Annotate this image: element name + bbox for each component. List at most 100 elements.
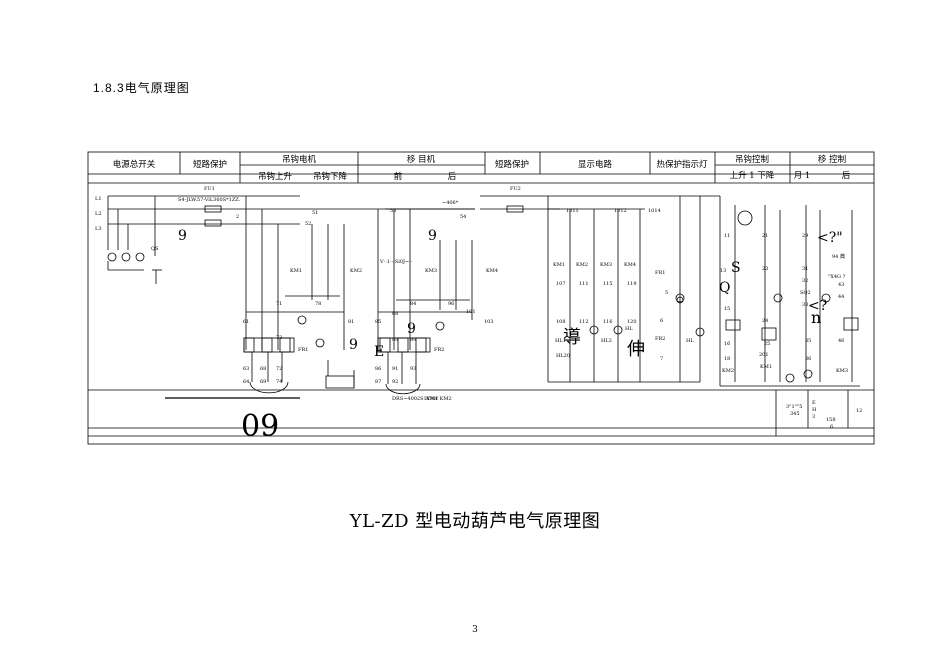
label-n88: 88	[392, 311, 398, 317]
title-block-a: 3"1""5	[786, 404, 802, 410]
label-n81: 81	[348, 319, 354, 325]
label-n99: 99	[410, 337, 416, 343]
label-n11: 11	[724, 233, 730, 239]
label-n71: 71	[276, 301, 282, 307]
label-wire-garble-2: V··1··-Si0J~··	[379, 259, 413, 265]
overlay-n-mark: n	[811, 308, 821, 327]
label-n52: 52	[305, 221, 311, 227]
label-l1: L1	[95, 196, 102, 202]
label-n108: 108	[556, 319, 566, 325]
label-wire-garble-3: ~406*	[442, 200, 459, 206]
title-block-c: E	[812, 400, 816, 406]
label-km2: KM2	[350, 268, 362, 274]
label-km1-display: KM1	[553, 262, 565, 268]
label-garble-x: "X4G ?	[828, 274, 846, 280]
label-n29: 29	[802, 233, 808, 239]
label-n201: 201	[759, 352, 769, 358]
label-fr2: FR2	[434, 347, 444, 353]
label-n111: 111	[579, 281, 589, 287]
label-n2: 2	[236, 214, 239, 220]
label-n54: 54	[460, 214, 466, 220]
label-n25: 25	[764, 341, 770, 347]
label-hl20: HL20	[556, 353, 570, 359]
overlay-dao: 導	[563, 327, 581, 348]
label-n1011: 1011	[566, 208, 579, 214]
label-fr2-display: FR2	[655, 336, 665, 342]
header-travel-control-back: 后	[842, 170, 851, 181]
header-travel-back: 后	[448, 171, 457, 182]
label-n7: 7	[660, 356, 663, 362]
label-km3-control: KM3	[836, 368, 848, 374]
label-n44: 44	[838, 294, 844, 300]
header-hoist-motor: 吊钩电机	[282, 154, 317, 165]
label-n18: 18	[724, 356, 730, 362]
label-n51: 51	[312, 210, 318, 216]
overlay-nine-1: 9	[178, 228, 187, 244]
label-hl1: HL1	[555, 338, 566, 344]
overlay-big-09: 09	[241, 409, 279, 444]
header-hoist-up: 吊钩上升	[258, 171, 293, 182]
overlay-qmark-1: <?"	[817, 230, 843, 246]
label-hl-thermal: HL	[686, 338, 694, 344]
label-n78: 78	[315, 301, 321, 307]
header-power-switch: 电源总开关	[113, 159, 156, 170]
label-fr1: FR1	[298, 347, 308, 353]
header-thermal-indicator: 热保护指示灯	[656, 159, 708, 170]
title-block-g: 6	[830, 424, 833, 430]
label-hl3: HL3	[601, 338, 612, 344]
label-km3: KM3	[425, 268, 437, 274]
overlay-s-mark: S	[731, 260, 741, 276]
section-title: 1.8.3电气原理图	[93, 81, 190, 95]
label-n119: 119	[627, 281, 637, 287]
label-fr1-display: FR1	[655, 270, 665, 276]
label-wire-garble-1: S4-JLW.57-ViL360S*1ZZ.	[178, 197, 241, 203]
header-display-circuit: 显示电路	[578, 159, 613, 170]
label-km1: KM1	[290, 268, 302, 274]
label-n69: 69	[260, 379, 266, 385]
label-sq2: SQ2	[800, 290, 811, 296]
overlay-q-mark: Q	[719, 280, 730, 296]
title-block-d: H	[812, 407, 817, 413]
label-n36: 36	[805, 356, 811, 362]
label-km1-control: KM1	[760, 364, 772, 370]
label-n107: 107	[556, 281, 566, 287]
label-n32: 32	[802, 278, 808, 284]
label-n96: 96	[448, 301, 454, 307]
label-n15: 15	[724, 306, 730, 312]
label-n86: 86	[375, 366, 381, 372]
label-n1014: 1014	[648, 208, 661, 214]
header-travel-forward: 前	[394, 171, 403, 182]
label-fu1: FU1	[204, 186, 215, 192]
label-l2: L2	[95, 211, 102, 217]
label-n87: 87	[375, 379, 381, 385]
label-l3: L3	[95, 226, 102, 232]
label-km4-display: KM4	[624, 262, 636, 268]
label-n61: 61	[243, 319, 249, 325]
label-n24: 24	[762, 318, 768, 324]
label-n13: 13	[720, 268, 726, 274]
label-n73: 73	[276, 335, 282, 341]
header-hoist-control-sub: 上升 1 下降	[730, 170, 775, 181]
label-n6: 6	[660, 318, 663, 324]
label-n46: 46	[838, 338, 844, 344]
label-n16: 16	[724, 341, 730, 347]
label-n43: 43	[838, 282, 844, 288]
overlay-qmark-2: <?	[808, 298, 827, 314]
label-qs: QS	[151, 246, 159, 252]
title-block-f: 158	[826, 417, 836, 423]
label-n72: 72	[276, 366, 282, 372]
label-n93: 93	[410, 366, 416, 372]
label-n53: 53	[390, 208, 396, 214]
label-n85: 85	[375, 319, 381, 325]
label-km2-display: KM2	[576, 262, 588, 268]
label-n92: 92	[392, 379, 398, 385]
label-km-pair: KM1 KM2	[426, 396, 452, 402]
overlay-nine-2: 9	[428, 228, 437, 244]
label-n112: 112	[579, 319, 589, 325]
label-n23: 23	[762, 266, 768, 272]
label-km2-control: KM2	[722, 368, 734, 374]
label-hl: HL	[625, 326, 633, 332]
title-block-b: 345	[790, 411, 800, 417]
label-n31: 31	[802, 266, 808, 272]
label-n101: 101	[466, 309, 476, 315]
